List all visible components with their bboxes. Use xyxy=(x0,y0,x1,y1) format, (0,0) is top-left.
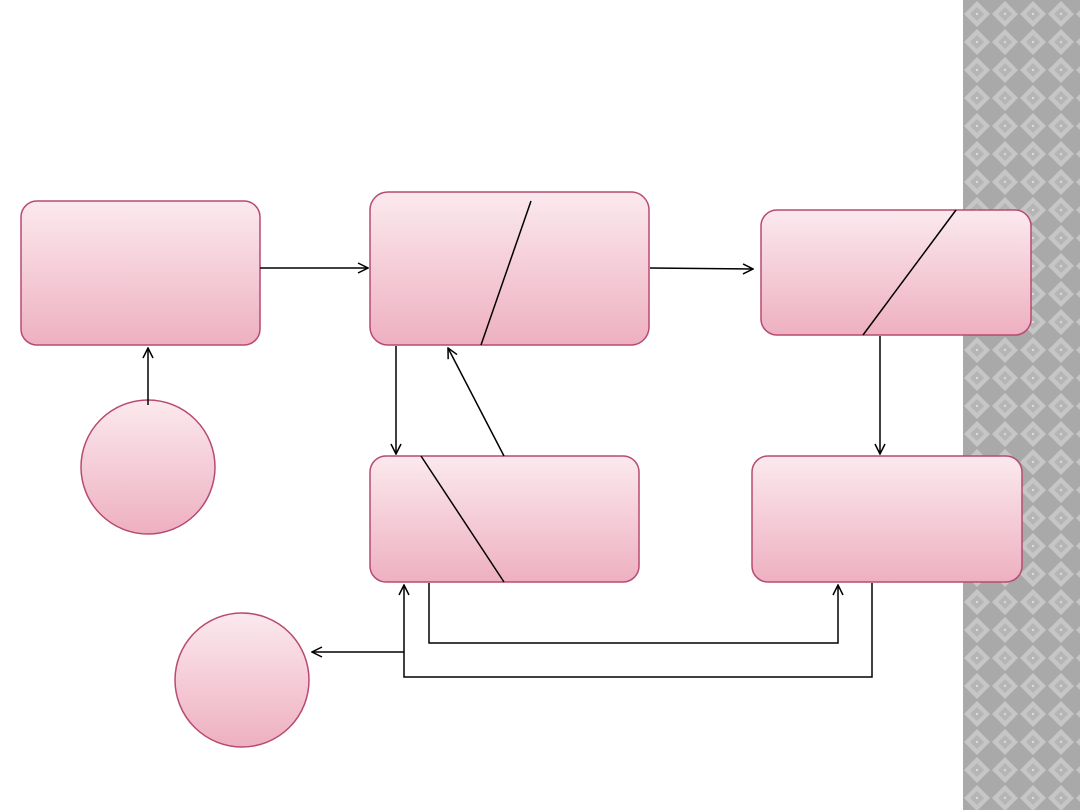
box-top-right xyxy=(760,209,1032,336)
box-top-right-divider xyxy=(862,209,957,336)
box-bottom-center xyxy=(369,455,640,583)
sidebar-pattern xyxy=(963,0,1080,810)
box-top-center-divider xyxy=(480,200,532,346)
edge-box-bottom-center-to-box-bottom-right xyxy=(428,583,838,644)
box-bottom-center-divider xyxy=(420,455,505,583)
circle-upper xyxy=(80,399,216,535)
edge-box-bottom-center-to-box-top-center xyxy=(448,348,505,457)
edge-box-top-center-to-box-top-right xyxy=(649,268,753,269)
circle-lower xyxy=(174,612,310,748)
decorative-sidebar xyxy=(963,0,1080,810)
box-bottom-right xyxy=(751,455,1023,583)
edge-box-bottom-right-to-box-bottom-center xyxy=(404,583,873,678)
box-top-center xyxy=(369,191,650,346)
box-top-left xyxy=(20,200,261,346)
